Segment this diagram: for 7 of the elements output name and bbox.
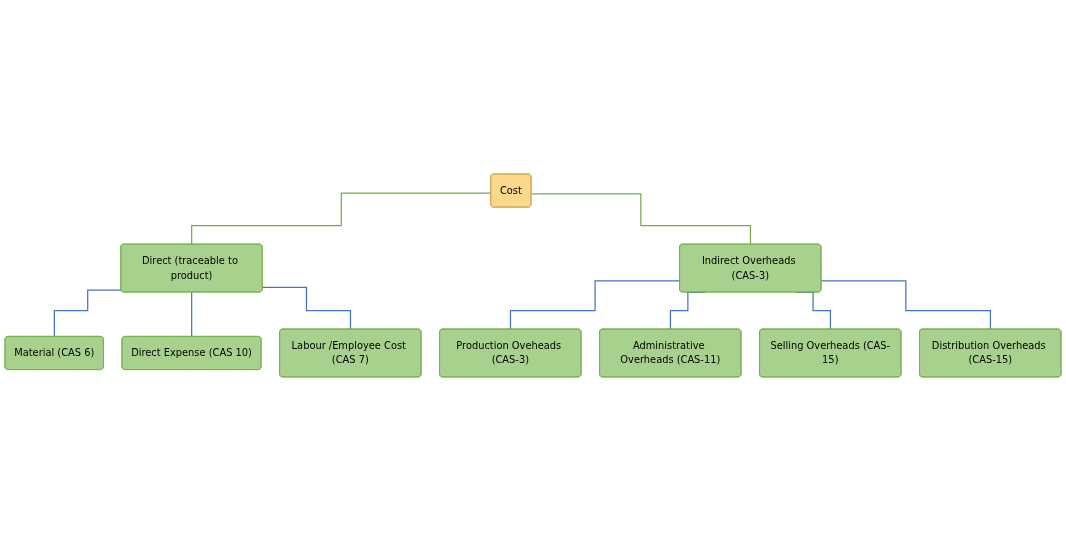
- connector: [261, 286, 352, 330]
- connector: [509, 280, 681, 330]
- connector: [820, 280, 992, 330]
- connector: [191, 291, 193, 338]
- connector: [191, 192, 492, 246]
- connector: [53, 289, 122, 338]
- connector: [530, 193, 752, 246]
